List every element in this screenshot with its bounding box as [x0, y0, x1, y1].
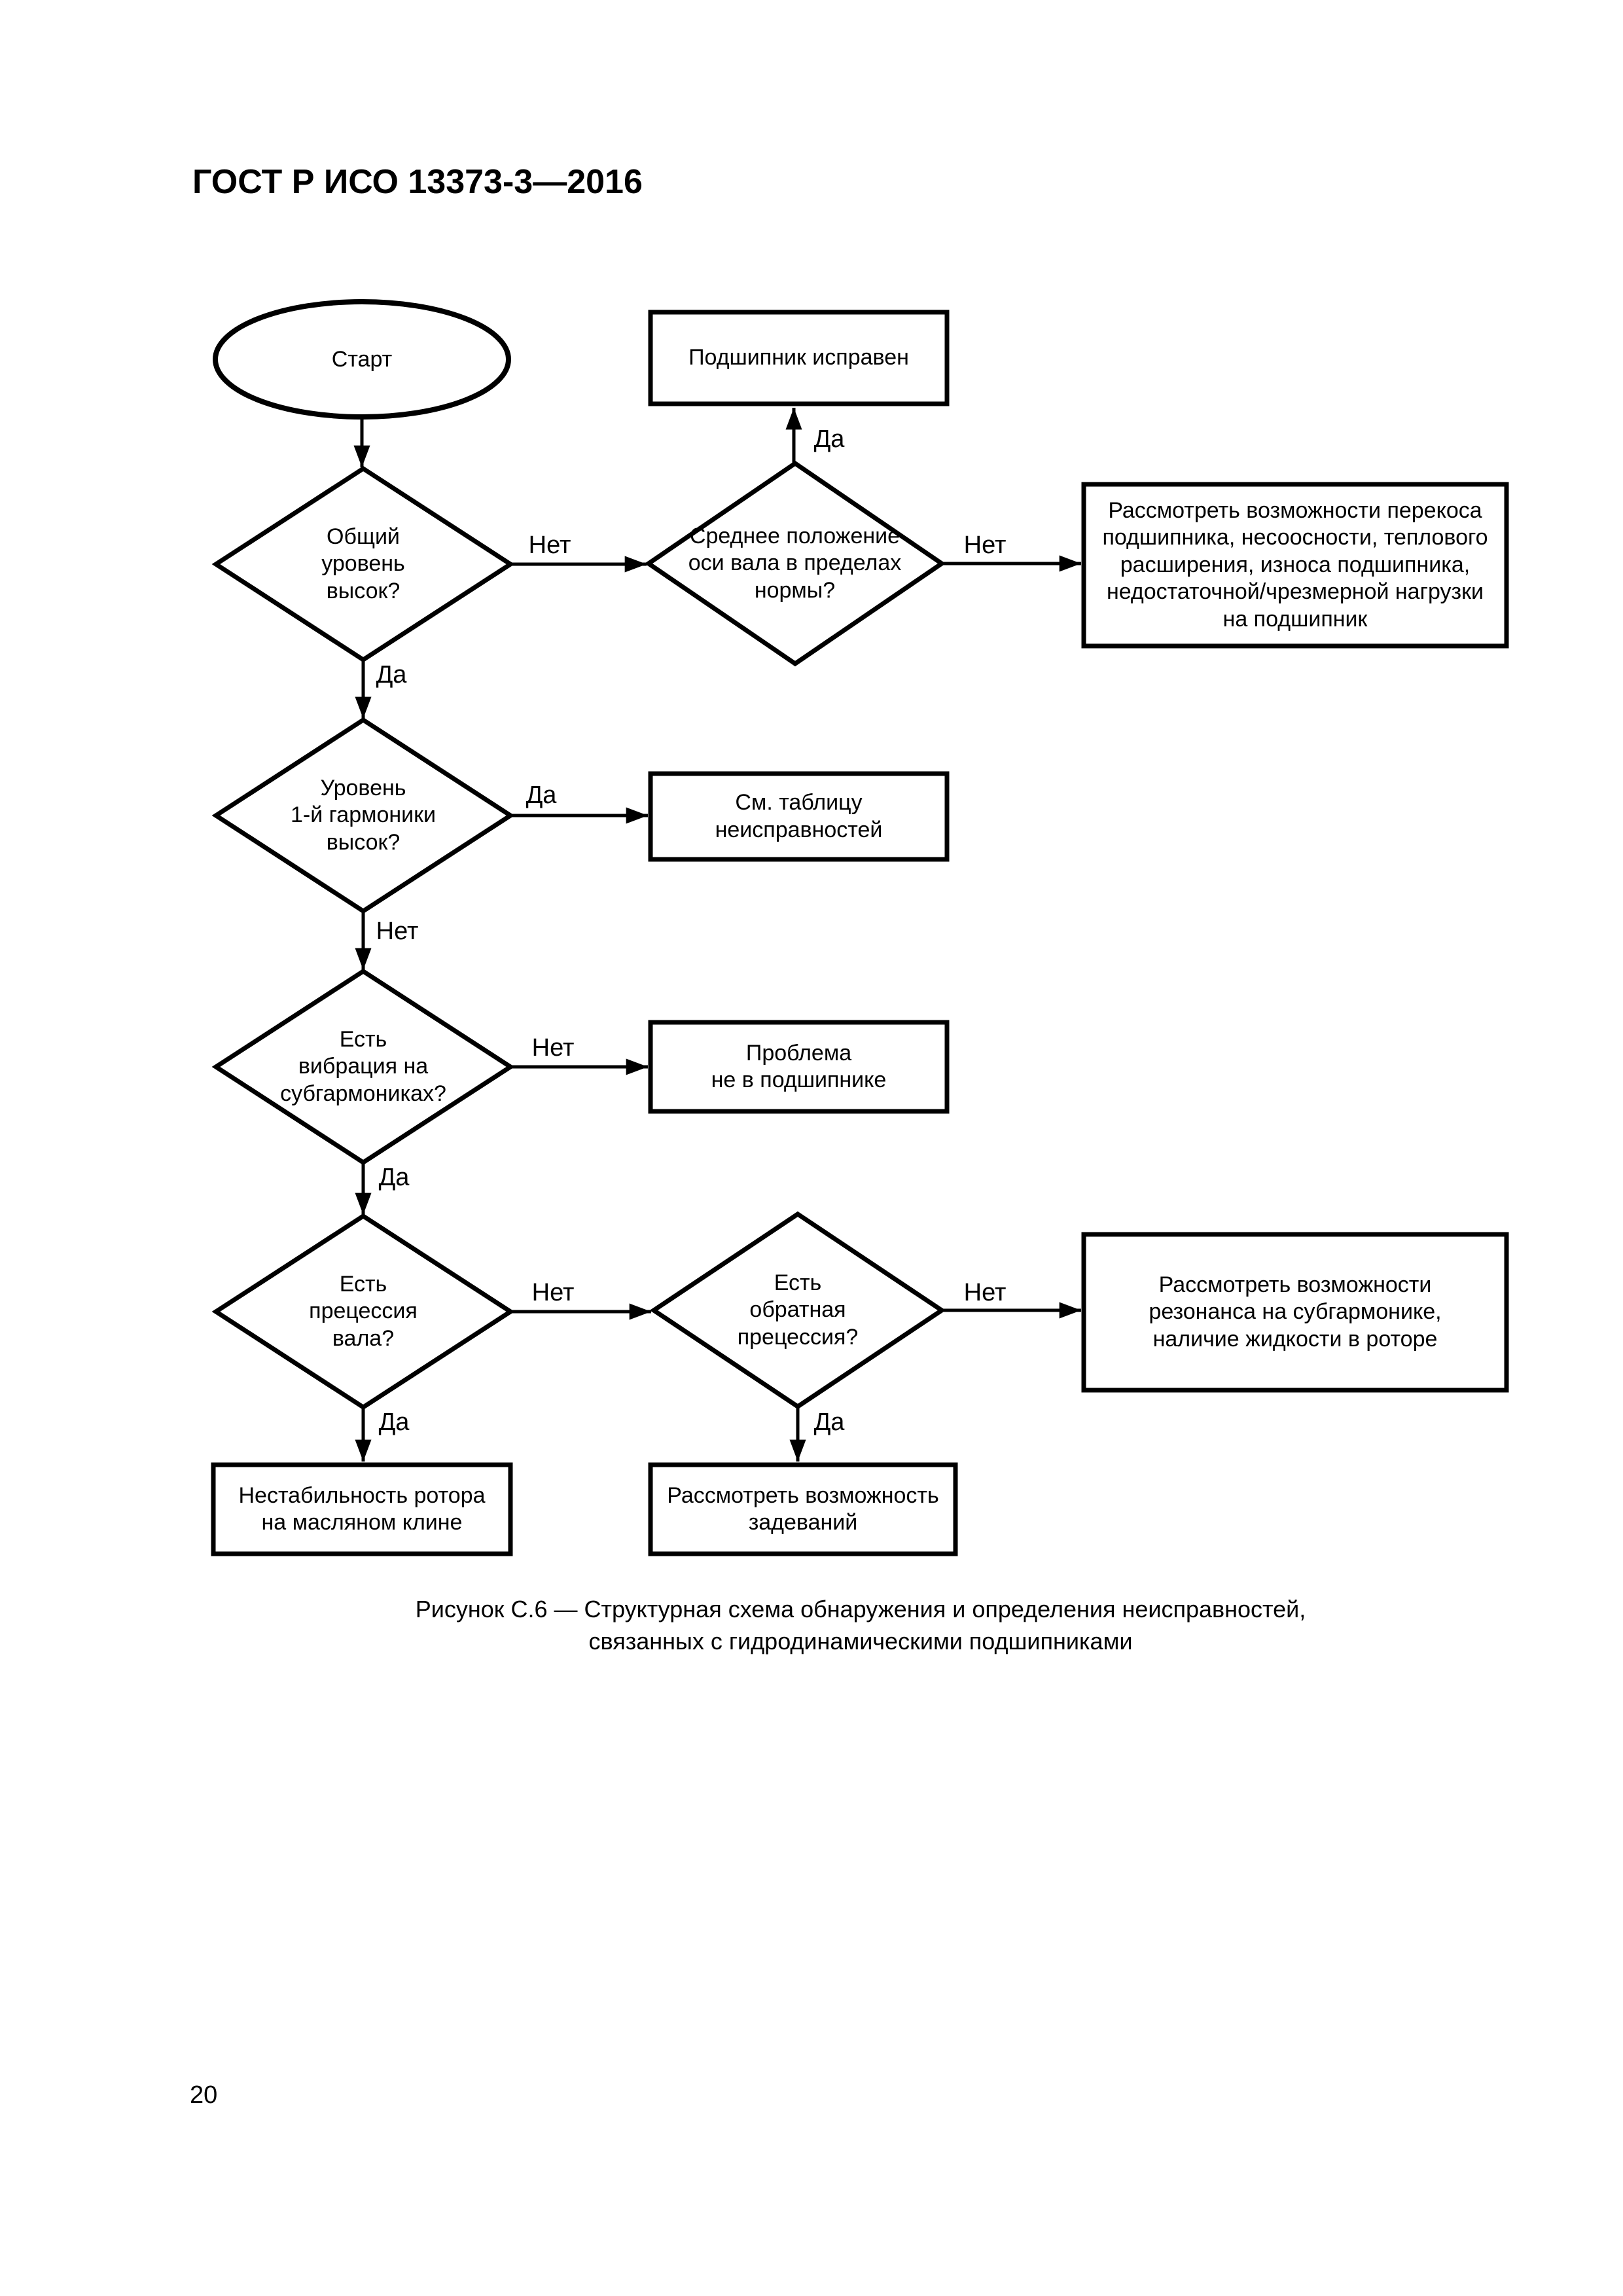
process-oil-whirl-label: Нестабильность ротора на масляном клине: [238, 1482, 486, 1535]
edge-label-overall-yes: Да: [376, 661, 407, 689]
edge-label-reverse-precession-yes: Да: [813, 1408, 845, 1436]
edge-label-first-harmonic-no: Нет: [376, 918, 419, 945]
process-not-bearing-label: Проблема не в подшипнике: [711, 1040, 887, 1092]
edge-label-reverse-precession-no: Нет: [963, 1279, 1007, 1306]
decision-subharmonic-label: Есть вибрация на субгармониках?: [280, 1026, 446, 1106]
decision-reverse-precession-shape: [649, 1211, 946, 1410]
process-bearing-ok-label: Подшипник исправен: [688, 345, 909, 370]
decision-first-harmonic-label: Уровень 1-й гармоники высок?: [290, 775, 437, 855]
page-number: 20: [190, 2081, 218, 2109]
edge-label-overall-no: Нет: [528, 531, 571, 559]
process-fault-table-shape: [648, 771, 950, 862]
process-misalignment-label: Рассмотреть возможности перекоса подшипн…: [1102, 497, 1488, 632]
edge-label-precession-no: Нет: [531, 1279, 575, 1306]
edge-label-shaft-center-yes: Да: [813, 425, 845, 453]
process-fault-table-label: См. таблицу неисправностей: [715, 790, 883, 842]
decision-precession-shape: [211, 1213, 515, 1410]
process-resonance-label: Рассмотреть возможности резонанса на суб…: [1149, 1272, 1442, 1352]
process-misalignment-shape: [1081, 482, 1509, 649]
decision-first-harmonic-shape: [211, 717, 515, 914]
figure-caption-line1: Рисунок С.6 — Структурная схема обнаруже…: [415, 1596, 1306, 1623]
decision-precession-label: Есть прецессия вала?: [309, 1271, 418, 1351]
edge-label-subharmonic-no: Нет: [531, 1034, 575, 1062]
process-bearing-ok-shape: [648, 310, 950, 406]
decision-shaft-center-label: Среднее положение оси вала в пределах но…: [688, 523, 902, 603]
edge-label-shaft-center-no: Нет: [963, 531, 1007, 559]
decision-reverse-precession-label: Есть обратная прецессия?: [737, 1270, 859, 1350]
edge-label-first-harmonic-yes: Да: [526, 781, 557, 809]
page-header: ГОСТ Р ИСО 13373-3—2016: [192, 163, 643, 201]
start-shape: [213, 299, 511, 420]
decision-overall-level-label: Общий уровень высок?: [321, 524, 405, 603]
edge-label-precession-yes: Да: [378, 1408, 410, 1436]
start-label: Старт: [331, 346, 393, 372]
process-resonance-shape: [1081, 1232, 1509, 1393]
decision-shaft-center-shape: [644, 460, 946, 667]
process-rubbing-label: Рассмотреть возможность задеваний: [667, 1482, 939, 1535]
process-not-bearing-shape: [648, 1020, 950, 1114]
decision-overall-level-shape: [211, 465, 515, 663]
process-rubbing-shape: [648, 1462, 958, 1556]
edge-label-subharmonic-yes: Да: [378, 1164, 410, 1191]
decision-subharmonic-shape: [211, 968, 515, 1166]
figure-caption-line2: связанных с гидродинамическими подшипник…: [588, 1628, 1133, 1655]
process-oil-whirl-shape: [211, 1462, 513, 1556]
figure-caption: Рисунок С.6 — Структурная схема обнаруже…: [206, 1593, 1515, 1657]
